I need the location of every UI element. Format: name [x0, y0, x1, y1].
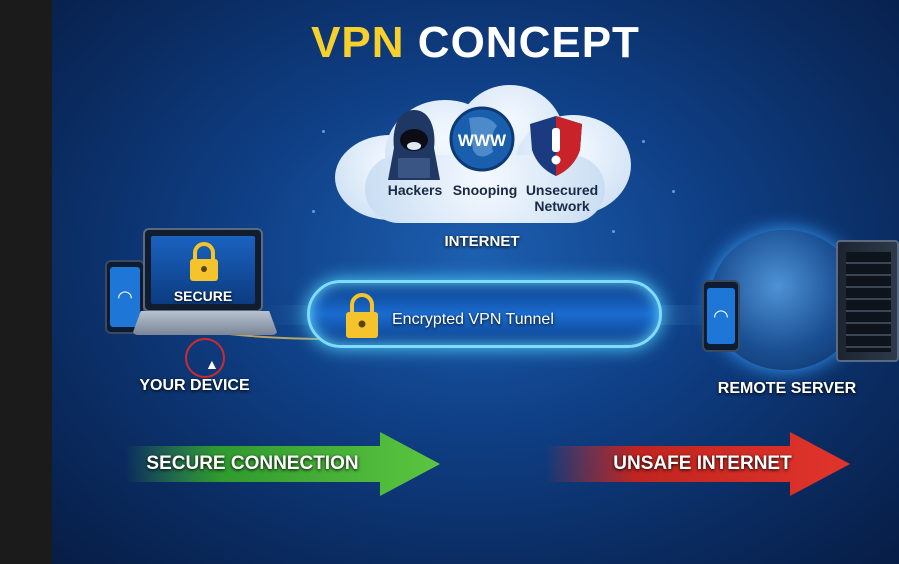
hackers-label: Hackers — [387, 182, 443, 198]
remote-server-caption: REMOTE SERVER — [717, 380, 857, 397]
title-concept: CONCEPT — [417, 18, 640, 67]
hacker-icon — [388, 110, 440, 180]
secure-connection-label: SECURE CONNECTION — [146, 453, 359, 474]
internet-caption: INTERNET — [444, 233, 520, 250]
your-device-caption: YOUR DEVICE — [139, 377, 250, 394]
secure-connection-arrow: SECURE CONNECTION — [125, 432, 440, 496]
title-vpn: VPN — [311, 18, 405, 67]
vpn-infographic: VPN CONCEPT WWW Hackers Snooping Unsecur… — [52, 0, 899, 564]
network-line: Network — [534, 198, 590, 214]
left-dark-strip — [0, 0, 52, 564]
unsecured-line: Unsecured — [525, 182, 599, 198]
cursor-highlight — [185, 338, 225, 378]
unsafe-internet-arrow: UNSAFE INTERNET — [545, 432, 850, 496]
wifi-icon: ◠ — [110, 267, 140, 327]
padlock-icon — [190, 242, 218, 281]
server-phone: ◠ — [702, 280, 740, 352]
svg-text:WWW: WWW — [458, 131, 507, 150]
unsafe-internet-label: UNSAFE INTERNET — [613, 453, 792, 474]
warning-shield-icon — [530, 116, 582, 176]
snooping-label: Snooping — [452, 182, 518, 198]
laptop: SECURE — [143, 228, 263, 312]
mouse-cursor-icon: ▲ — [205, 356, 219, 372]
tunnel-padlock-icon — [346, 293, 378, 338]
laptop-keyboard — [132, 311, 278, 335]
www-globe-icon: WWW — [449, 106, 515, 172]
wifi-icon-right: ◠ — [707, 288, 735, 344]
page-title: VPN CONCEPT — [52, 18, 899, 68]
tunnel-label: Encrypted VPN Tunnel — [392, 311, 554, 328]
secure-screen-text: SECURE — [173, 288, 233, 304]
server-rack-icon — [836, 240, 899, 362]
